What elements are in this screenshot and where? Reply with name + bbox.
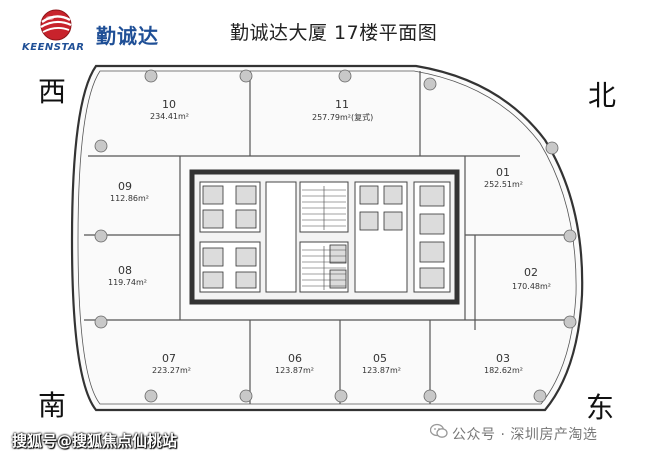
unit-09-area: 112.86m² — [110, 194, 149, 203]
unit-02-area: 170.48m² — [512, 282, 551, 291]
unit-09-number: 09 — [118, 180, 132, 193]
unit-11-area: 257.79m²(复式) — [312, 113, 374, 122]
unit-03-area: 182.62m² — [484, 366, 523, 375]
unit-10-area: 234.41m² — [150, 112, 189, 121]
direction-east: 东 — [586, 391, 615, 424]
unit-03-number: 03 — [496, 352, 510, 365]
unit-01-area: 252.51m² — [484, 180, 523, 189]
unit-07-number: 07 — [162, 352, 176, 365]
stairs — [302, 186, 346, 290]
unit-walls — [84, 71, 570, 404]
direction-south: 南 — [38, 389, 67, 422]
brand-name-en: KEENSTAR — [22, 42, 85, 53]
unit-06-number: 06 — [288, 352, 302, 365]
unit-11-number: 11 — [335, 98, 349, 111]
unit-01-number: 01 — [496, 166, 510, 179]
watermark-sohu: 搜狐号@搜狐焦点仙桃站 — [12, 432, 178, 450]
page-title: 勤诚达大厦 17楼平面图 — [230, 22, 438, 44]
columns — [94, 69, 577, 403]
unit-07-area: 223.27m² — [152, 366, 191, 375]
unit-05-number: 05 — [373, 352, 387, 365]
keenstar-logo-icon — [40, 9, 72, 41]
elevator-shafts — [202, 185, 445, 289]
unit-08-number: 08 — [118, 264, 132, 277]
watermark-wechat: 公众号 · 深圳房产淘选 — [452, 427, 598, 443]
wechat-icon — [430, 423, 448, 438]
unit-08-area: 119.74m² — [108, 278, 147, 287]
direction-west: 西 — [38, 75, 67, 108]
unit-10-number: 10 — [162, 98, 176, 111]
direction-north: 北 — [588, 79, 617, 112]
building-inner-outline — [77, 70, 577, 405]
unit-05-area: 123.87m² — [362, 366, 401, 375]
unit-02-number: 02 — [524, 266, 538, 279]
unit-06-area: 123.87m² — [275, 366, 314, 375]
brand-name: 勤诚达 — [96, 24, 159, 48]
